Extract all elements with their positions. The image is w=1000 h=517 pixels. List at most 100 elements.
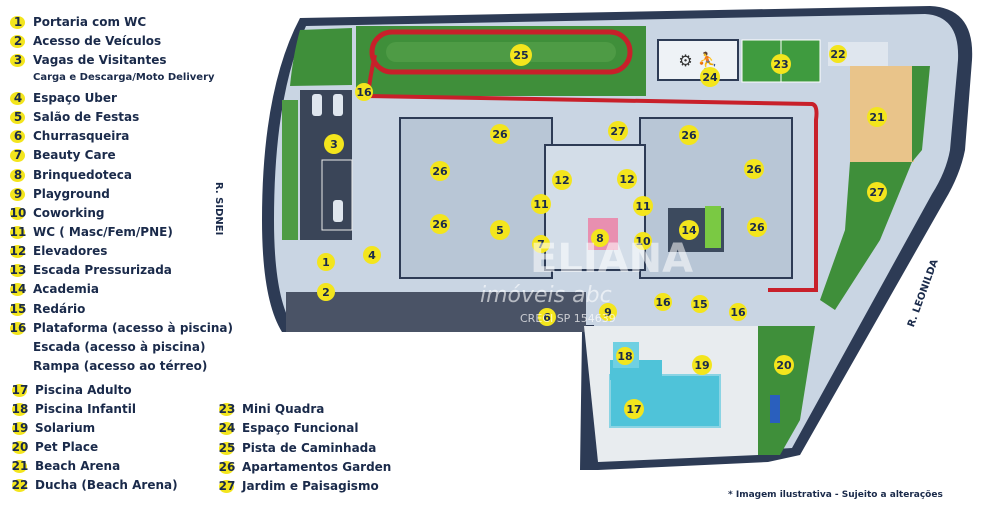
svg-text:19: 19 bbox=[694, 359, 709, 372]
car bbox=[312, 94, 322, 116]
svg-text:4: 4 bbox=[368, 249, 376, 262]
street-label-west: R. SIDNEI bbox=[213, 182, 224, 236]
svg-text:15: 15 bbox=[692, 298, 707, 311]
watermark-creci: CRECI SP 154639 bbox=[520, 312, 616, 325]
gym-mat bbox=[705, 206, 721, 248]
adult-pool bbox=[609, 374, 721, 428]
side-lawn bbox=[282, 100, 298, 240]
svg-text:12: 12 bbox=[554, 174, 569, 187]
marker-17: 17 bbox=[624, 399, 644, 419]
marker-12: 12 bbox=[617, 169, 637, 189]
marker-26: 26 bbox=[679, 125, 699, 145]
marker-18: 18 bbox=[616, 347, 634, 365]
functional-area bbox=[657, 39, 739, 81]
svg-text:11: 11 bbox=[635, 200, 650, 213]
marker-16: 16 bbox=[729, 303, 747, 321]
marker-12: 12 bbox=[552, 170, 572, 190]
svg-text:22: 22 bbox=[830, 48, 845, 61]
svg-text:16: 16 bbox=[730, 306, 746, 319]
marker-26: 26 bbox=[747, 217, 767, 237]
marker-16: 16 bbox=[355, 83, 373, 101]
svg-text:6: 6 bbox=[543, 311, 551, 324]
marker-25: 25 bbox=[510, 44, 532, 66]
marker-9: 9 bbox=[599, 303, 617, 321]
marker-15: 15 bbox=[691, 295, 709, 313]
svg-text:⚙ ⛹: ⚙ ⛹ bbox=[678, 51, 717, 70]
watermark-subtitle: imóveis abc bbox=[480, 283, 612, 308]
car bbox=[333, 94, 343, 116]
walking-track bbox=[365, 54, 819, 292]
svg-text:23: 23 bbox=[773, 58, 788, 71]
marker-4: 4 bbox=[363, 246, 381, 264]
marker-19: 19 bbox=[692, 355, 712, 375]
svg-text:12: 12 bbox=[619, 173, 634, 186]
marker-7: 7 bbox=[532, 235, 550, 253]
svg-text:3: 3 bbox=[330, 138, 338, 151]
pet-agility bbox=[770, 395, 780, 423]
marker-11: 11 bbox=[531, 194, 551, 214]
garden bbox=[290, 28, 352, 86]
marker-5: 5 bbox=[490, 220, 510, 240]
legend-subitem: Rampa (acesso ao térreo) bbox=[33, 359, 208, 373]
site-plan: ⚙ ⛹ 25 24 23 22 21 27 16 3 26 27 26 26 1… bbox=[262, 6, 973, 470]
marker-21: 21 bbox=[867, 107, 887, 127]
marker-1: 1 bbox=[317, 253, 335, 271]
svg-text:26: 26 bbox=[432, 218, 448, 231]
legend-subitem: Escada (acesso à piscina) bbox=[33, 340, 206, 354]
marker-26: 26 bbox=[490, 124, 510, 144]
marker-24: 24 bbox=[700, 67, 720, 87]
marker-14: 14 bbox=[679, 220, 699, 240]
svg-text:26: 26 bbox=[746, 163, 762, 176]
svg-text:18: 18 bbox=[617, 350, 632, 363]
svg-text:24: 24 bbox=[702, 71, 718, 84]
svg-text:26: 26 bbox=[681, 129, 697, 142]
marker-26: 26 bbox=[430, 161, 450, 181]
car bbox=[333, 200, 343, 222]
svg-text:10: 10 bbox=[635, 235, 651, 248]
marker-11: 11 bbox=[633, 196, 653, 216]
svg-text:21: 21 bbox=[869, 111, 884, 124]
legend-subitem: Carga e Descarga/Moto Delivery bbox=[33, 72, 215, 83]
svg-text:26: 26 bbox=[432, 165, 448, 178]
svg-text:20: 20 bbox=[776, 359, 792, 372]
track-lawn bbox=[386, 42, 616, 62]
footnote: * Imagem ilustrativa - Sujeito a alteraç… bbox=[728, 490, 943, 500]
svg-text:16: 16 bbox=[356, 86, 372, 99]
svg-text:9: 9 bbox=[604, 306, 612, 319]
parking-stall bbox=[321, 159, 353, 231]
parking-area bbox=[300, 90, 352, 240]
walking-track bbox=[369, 29, 633, 75]
markers: 25 24 23 22 21 27 16 3 26 27 26 26 12 12… bbox=[317, 44, 887, 419]
marker-8: 8 bbox=[591, 229, 609, 247]
svg-text:1: 1 bbox=[322, 256, 330, 269]
svg-text:7: 7 bbox=[537, 238, 545, 251]
marker-3: 3 bbox=[324, 134, 344, 154]
svg-text:2: 2 bbox=[322, 286, 330, 299]
marker-20: 20 bbox=[774, 355, 794, 375]
